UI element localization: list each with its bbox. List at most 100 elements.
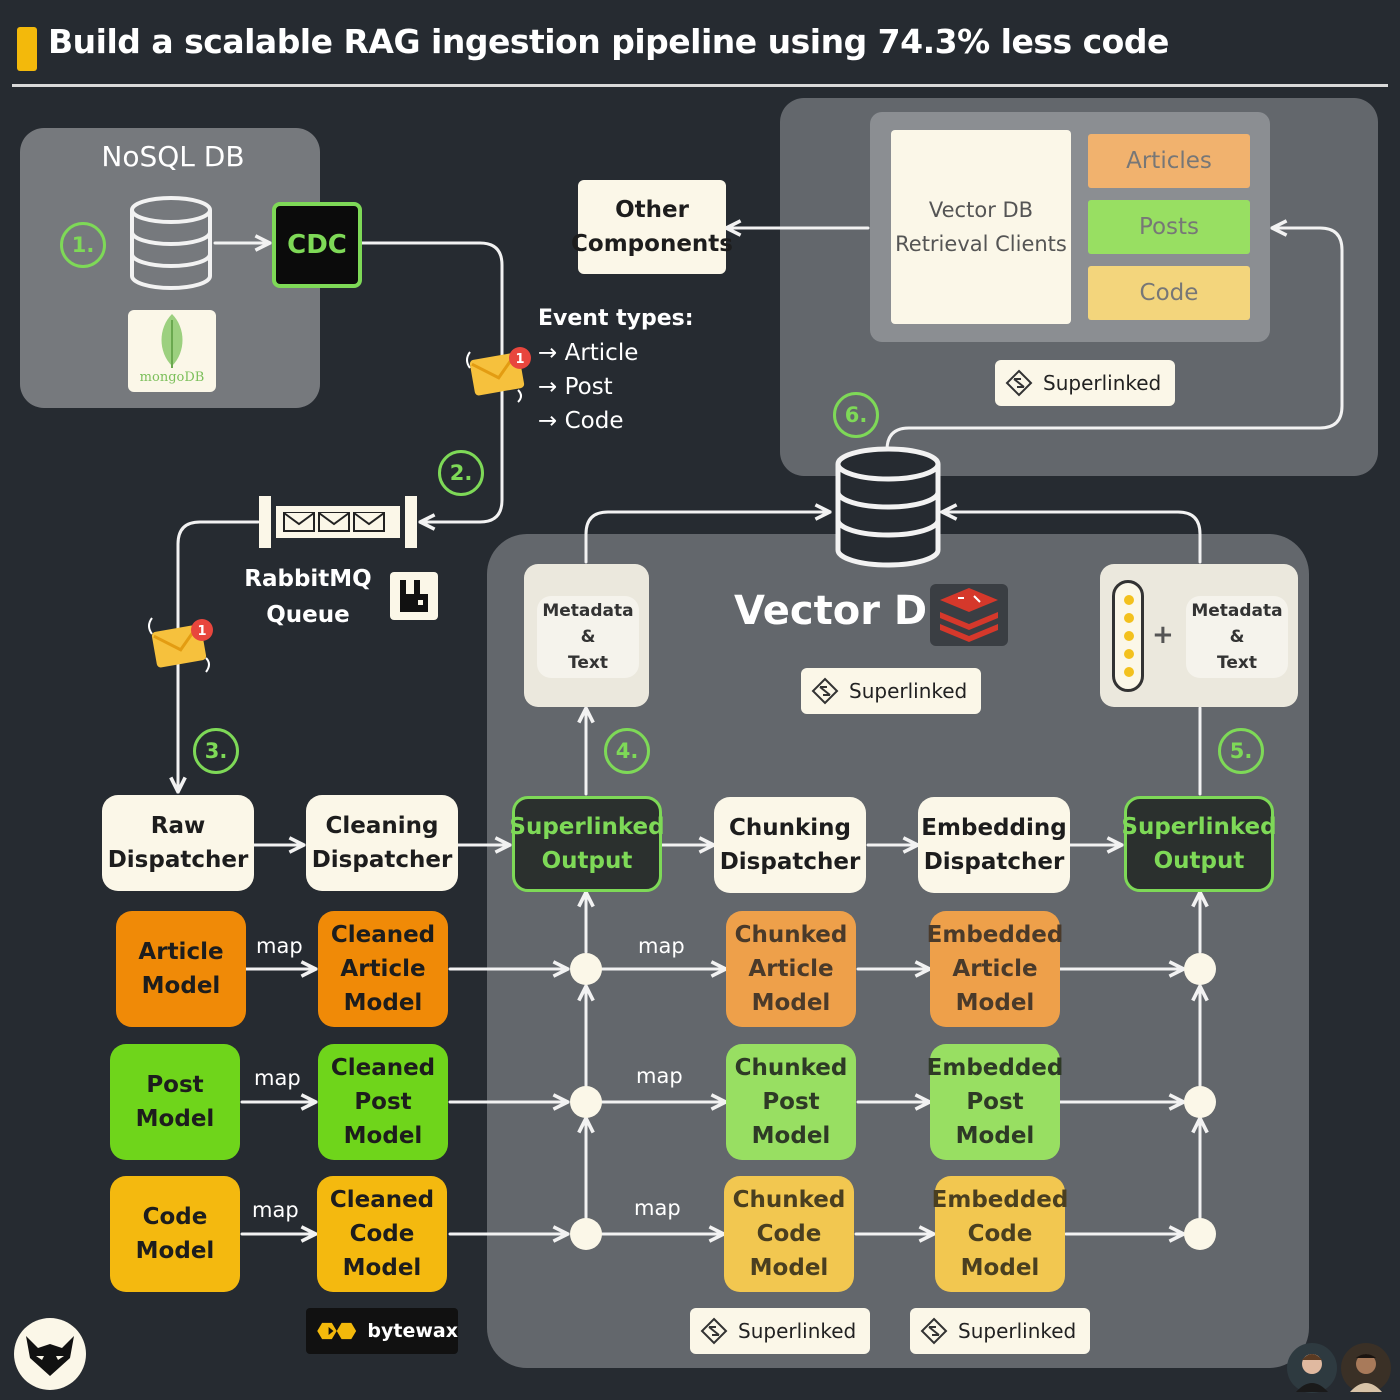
embedded-code-line2: Code <box>967 1221 1033 1247</box>
join-node <box>570 1218 602 1250</box>
superlinked-logo-icon <box>811 677 839 705</box>
title-accent-bar <box>17 27 37 71</box>
cleaning-dispatcher-line2: Dispatcher <box>311 847 453 873</box>
nosql-label: NoSQL DB <box>101 140 245 173</box>
raw-dispatcher-line1: Raw <box>150 813 206 839</box>
cleaned-code-line3: Model <box>342 1255 422 1281</box>
posts-tag: Posts <box>1088 200 1250 254</box>
event-envelope-icon: 1 <box>466 347 531 403</box>
title-divider <box>12 84 1388 87</box>
map-label-post: map <box>254 1066 301 1090</box>
cleaned-code-line1: Cleaned <box>329 1187 435 1213</box>
queue-icon <box>259 496 417 548</box>
event-type-code: → Code <box>538 408 624 434</box>
author-avatar-2 <box>1341 1343 1391 1393</box>
svg-text:1: 1 <box>515 352 524 367</box>
mongodb-leaf-icon <box>161 314 183 368</box>
step-4-badge: 4. <box>604 728 650 774</box>
chunked-article-model-box: Chunked Article Model <box>726 911 856 1027</box>
metadata-line1: Metadata <box>542 601 634 621</box>
map-label-post-2: map <box>636 1064 683 1088</box>
svg-text:1: 1 <box>197 624 206 639</box>
chunking-dispatcher-box: Chunking Dispatcher <box>714 797 866 893</box>
metadata-line3: Text <box>568 653 608 673</box>
event-types-heading: Event types: <box>538 306 694 331</box>
chunking-dispatcher-line2: Dispatcher <box>719 849 861 875</box>
embedded-article-model-box: Embedded Article Model <box>927 911 1063 1027</box>
code-model-line1: Code <box>142 1204 208 1230</box>
embedded-code-model-box: Embedded Code Model <box>932 1176 1068 1292</box>
post-model-line1: Post <box>146 1072 204 1098</box>
event-type-article: → Article <box>538 340 639 366</box>
post-model-line2: Model <box>135 1106 215 1132</box>
bytewax-label: bytewax <box>367 1320 458 1342</box>
article-model-line1: Article <box>138 939 224 965</box>
cleaning-dispatcher-line1: Cleaning <box>325 813 439 839</box>
join-node <box>570 953 602 985</box>
map-label-article-2: map <box>638 934 685 958</box>
join-node <box>1184 1086 1216 1118</box>
chunked-article-line2: Article <box>748 956 834 982</box>
redis-logo-icon <box>930 584 1008 646</box>
database-icon <box>130 196 212 290</box>
plus-sign: + <box>1152 620 1174 650</box>
superlinked-output-box-left: Superlinked Output <box>509 796 665 892</box>
superlinked-output-box-right: Superlinked Output <box>1121 796 1277 892</box>
cleaned-article-line3: Model <box>343 990 423 1016</box>
vector-db-icon <box>835 446 941 568</box>
bytewax-badge: bytewax <box>306 1308 458 1354</box>
other-components-box: Other Components <box>571 180 733 274</box>
cleaned-post-line3: Model <box>343 1123 423 1149</box>
superlinked-badge-bottom-left: Superlinked <box>690 1308 870 1354</box>
cleaning-dispatcher-box: Cleaning Dispatcher <box>306 795 458 891</box>
cleaned-post-line1: Cleaned <box>330 1055 436 1081</box>
cleaned-post-model-box: Cleaned Post Model <box>318 1044 448 1160</box>
superlinked-logo-icon <box>1005 369 1033 397</box>
page-title: Build a scalable RAG ingestion pipeline … <box>48 22 1169 61</box>
metadata-line2: & <box>580 627 596 647</box>
embedded-code-line3: Model <box>960 1255 1040 1281</box>
superlinked-label: Superlinked <box>958 1319 1077 1343</box>
post-model-box: Post Model <box>110 1044 240 1160</box>
map-label-article: map <box>256 934 303 958</box>
article-model-box: Article Model <box>116 911 246 1027</box>
author-avatar-1 <box>1287 1343 1337 1393</box>
superlinked-output-line1: Superlinked <box>1121 814 1277 840</box>
articles-tag: Articles <box>1088 134 1250 188</box>
metadata-line1: Metadata <box>1191 601 1283 621</box>
chunked-code-model-box: Chunked Code Model <box>724 1176 854 1292</box>
cdc-box: CDC <box>272 202 362 288</box>
mongodb-logo: mongoDB <box>128 310 216 392</box>
embedding-dispatcher-line2: Dispatcher <box>923 849 1065 875</box>
metadata-line2: & <box>1229 627 1245 647</box>
raw-dispatcher-line2: Dispatcher <box>107 847 249 873</box>
superlinked-label: Superlinked <box>738 1319 857 1343</box>
chunked-post-line2: Post <box>762 1089 820 1115</box>
step-2-badge: 2. <box>438 450 484 496</box>
embedded-article-line1: Embedded <box>926 922 1064 948</box>
cleaned-article-line2: Article <box>340 956 426 982</box>
rabbitmq-logo-icon <box>390 572 438 620</box>
superlinked-badge-vectordb: Superlinked <box>801 668 981 714</box>
chunked-code-line1: Chunked <box>732 1187 846 1213</box>
map-label-code: map <box>252 1198 299 1222</box>
code-model-box: Code Model <box>110 1176 240 1292</box>
chunked-post-line1: Chunked <box>734 1055 848 1081</box>
code-model-line2: Model <box>135 1238 215 1264</box>
embedded-article-line2: Article <box>952 956 1038 982</box>
cleaned-code-model-box: Cleaned Code Model <box>317 1176 447 1292</box>
chunked-post-model-box: Chunked Post Model <box>726 1044 856 1160</box>
embedding-dispatcher-box: Embedding Dispatcher <box>918 797 1070 893</box>
embedded-post-model-box: Embedded Post Model <box>927 1044 1063 1160</box>
mongodb-logo-text: mongoDB <box>139 370 205 385</box>
embedded-post-line1: Embedded <box>926 1055 1064 1081</box>
map-label-code-2: map <box>634 1196 681 1220</box>
embedding-vector-icon <box>1112 580 1144 692</box>
chunked-article-line1: Chunked <box>734 922 848 948</box>
cleaned-post-line2: Post <box>354 1089 412 1115</box>
code-tag: Code <box>1088 266 1250 320</box>
bytewax-logo-icon <box>317 1322 357 1340</box>
chunked-article-line3: Model <box>751 990 831 1016</box>
other-components-line1: Other <box>615 197 689 223</box>
